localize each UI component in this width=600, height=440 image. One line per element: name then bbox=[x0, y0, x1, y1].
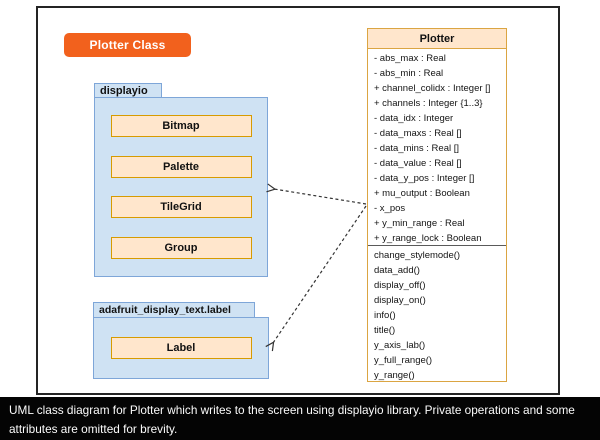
attribute-row: - data_idx : Integer bbox=[374, 113, 454, 124]
caption-bar: UML class diagram for Plotter which writ… bbox=[0, 397, 600, 440]
caption-text: UML class diagram for Plotter which writ… bbox=[9, 403, 575, 436]
operation-row: data_add() bbox=[374, 265, 420, 276]
class-box: Group bbox=[110, 236, 252, 259]
diagram-title-label: Plotter Class bbox=[89, 38, 166, 52]
attribute-row: + mu_output : Boolean bbox=[374, 188, 470, 199]
diagram-title-badge: Plotter Class bbox=[64, 33, 191, 57]
plotter-class-title: Plotter bbox=[368, 29, 506, 49]
operation-row: display_on() bbox=[374, 295, 426, 306]
operation-row: y_full_range() bbox=[374, 355, 433, 366]
class-box: Palette bbox=[110, 155, 252, 178]
operation-row: y_range() bbox=[374, 370, 415, 381]
operation-row: y_axis_lab() bbox=[374, 340, 426, 351]
package-body-adafruit-display-text-label: Label bbox=[93, 317, 269, 379]
attribute-row: - data_maxs : Real [] bbox=[374, 128, 462, 139]
package-name-displayio: displayio bbox=[100, 85, 148, 97]
attribute-row: + y_min_range : Real bbox=[374, 218, 465, 229]
attribute-row: - data_mins : Real [] bbox=[374, 143, 460, 154]
attribute-row: - data_value : Real [] bbox=[374, 158, 462, 169]
attribute-row: - data_y_pos : Integer [] bbox=[374, 173, 475, 184]
package-tab-displayio: displayio bbox=[94, 83, 162, 98]
operation-row: display_off() bbox=[374, 280, 426, 291]
class-box: TileGrid bbox=[110, 196, 252, 219]
operation-row: title() bbox=[374, 325, 396, 336]
attribute-row: - x_pos bbox=[374, 203, 406, 214]
attribute-row: - abs_min : Real bbox=[374, 68, 444, 79]
operation-row: change_stylemode() bbox=[374, 250, 461, 261]
class-box: Label bbox=[110, 337, 252, 359]
operation-row: info() bbox=[374, 310, 396, 321]
package-tab-adafruit-display-text-label: adafruit_display_text.label bbox=[93, 302, 255, 317]
class-box: Bitmap bbox=[110, 115, 252, 137]
attribute-row: + channel_colidx : Integer [] bbox=[374, 83, 491, 94]
package-name-adafruit-display-text-label: adafruit_display_text.label bbox=[99, 304, 231, 316]
plotter-operations-section: change_stylemode() data_add() display_off(… bbox=[368, 246, 506, 381]
attribute-row: + channels : Integer {1..3} bbox=[374, 98, 483, 109]
attribute-row: - abs_max : Real bbox=[374, 53, 446, 64]
plotter-class-box: Plotter - abs_max : Real - abs_min : Real… bbox=[367, 28, 507, 382]
plotter-attributes-section: - abs_max : Real - abs_min : Real + channe… bbox=[368, 49, 506, 246]
attribute-row: + y_range_lock : Boolean bbox=[374, 233, 482, 244]
